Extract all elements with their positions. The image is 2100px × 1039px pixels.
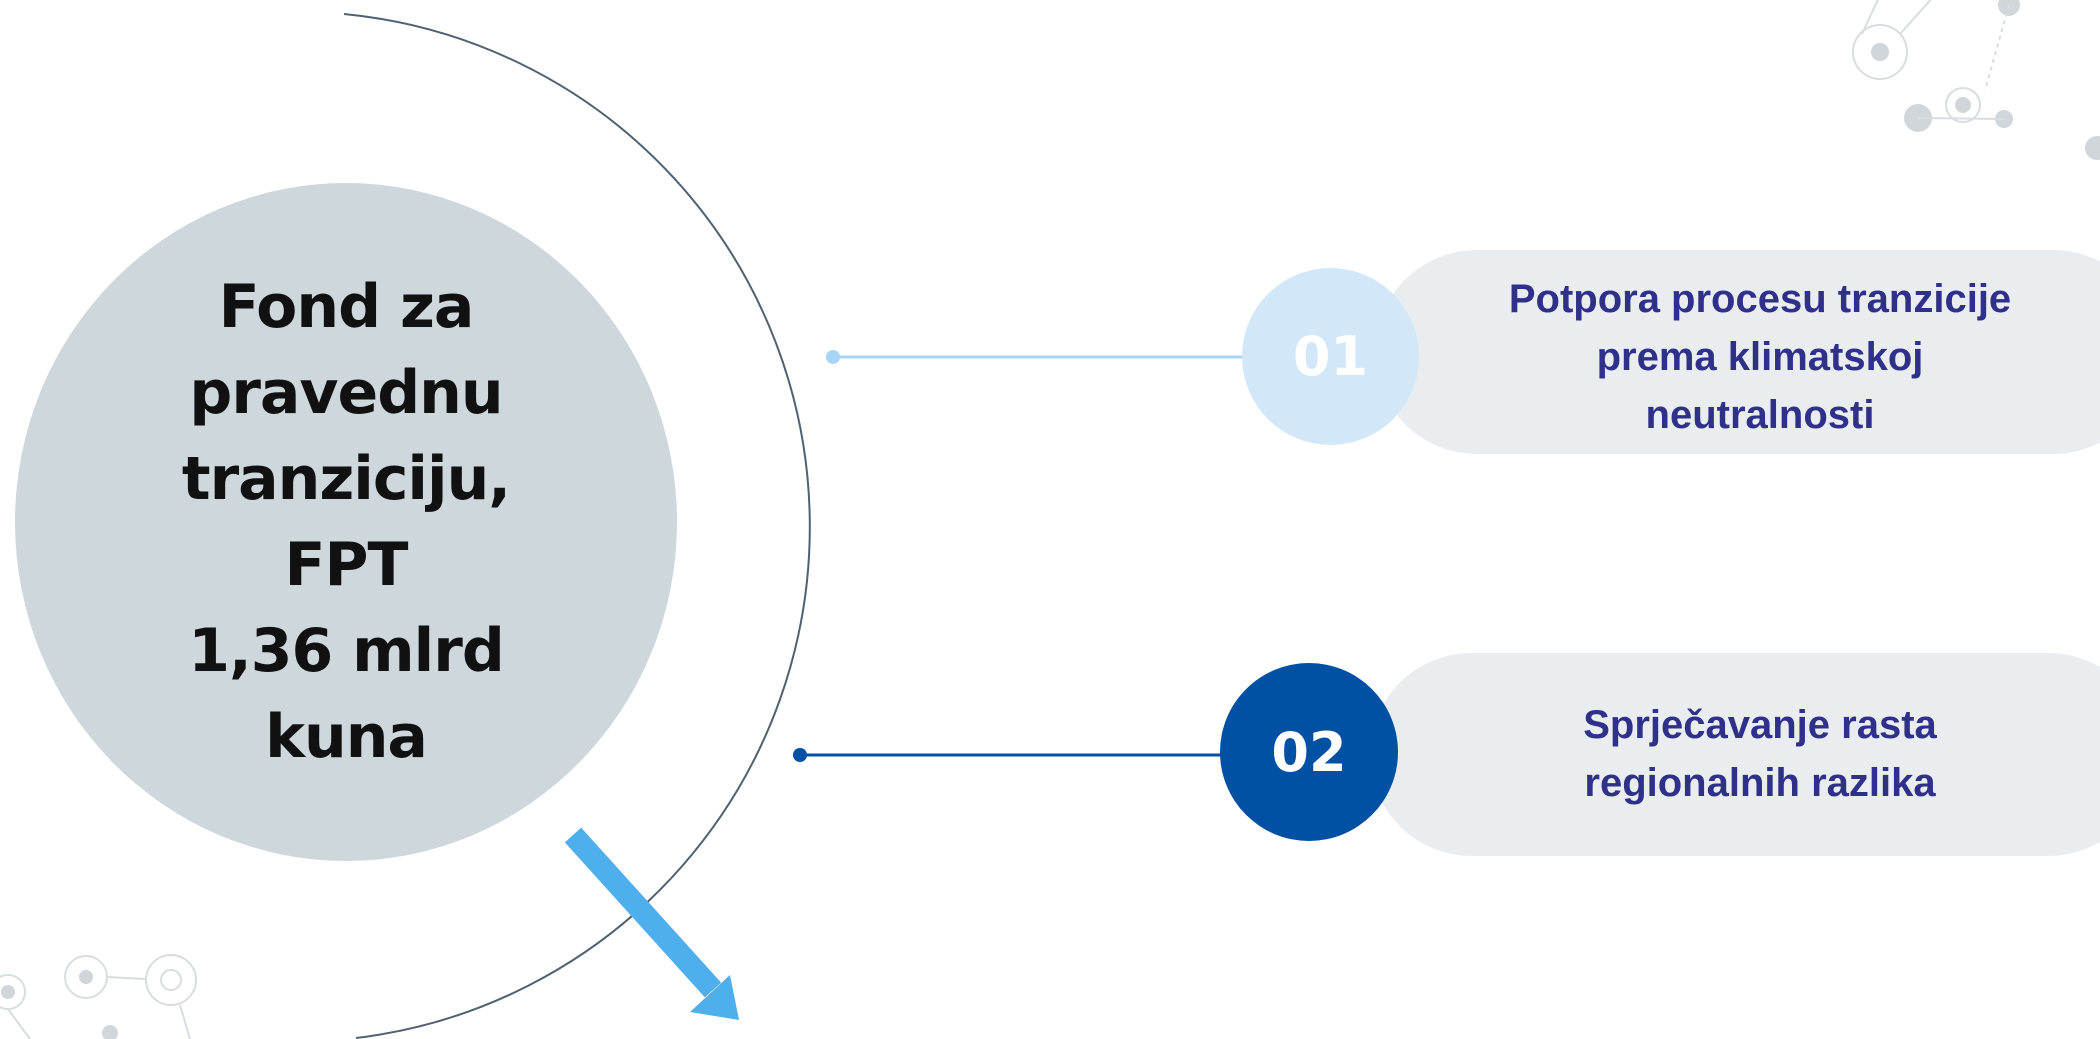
goal-text-01: Potpora procesu tranzicije prema klimats… [1508, 277, 2012, 437]
fund-title-line: Fond za [218, 272, 475, 342]
goal-pill-01: Potpora procesu tranzicije prema klimats… [1375, 250, 2100, 454]
outer-arc [343, 13, 811, 1039]
goal-pill-02: Sprječavanje rasta regionalnih razlika [1370, 653, 2100, 856]
fund-title-line: tranziciju, [181, 444, 511, 514]
goal-number-01: 01 [1292, 325, 1369, 388]
connector-dot-2 [793, 748, 807, 762]
connector-dot-1 [826, 350, 840, 364]
fund-title-line: kuna [265, 702, 428, 772]
goal-text-02: Sprječavanje rasta regionalnih razlika [1583, 703, 1937, 805]
goal-number-badge-01: 01 [1242, 268, 1419, 445]
fund-title-line: 1,36 mlrd [188, 616, 505, 686]
molecule-icon-bottom-left [0, 954, 197, 1039]
fund-title: Fond za pravednu tranziciju, FPT 1,36 ml… [126, 264, 566, 780]
goal-number-02: 02 [1271, 720, 1347, 784]
molecule-icon-top-right [1852, 0, 2100, 160]
main-fund-circle: Fond za pravednu tranziciju, FPT 1,36 ml… [15, 183, 677, 861]
fund-title-line: FPT [284, 530, 409, 600]
goal-number-badge-02: 02 [1220, 663, 1398, 841]
arrow-down-right-icon [564, 827, 739, 1020]
fund-title-line: pravednu [189, 358, 503, 428]
